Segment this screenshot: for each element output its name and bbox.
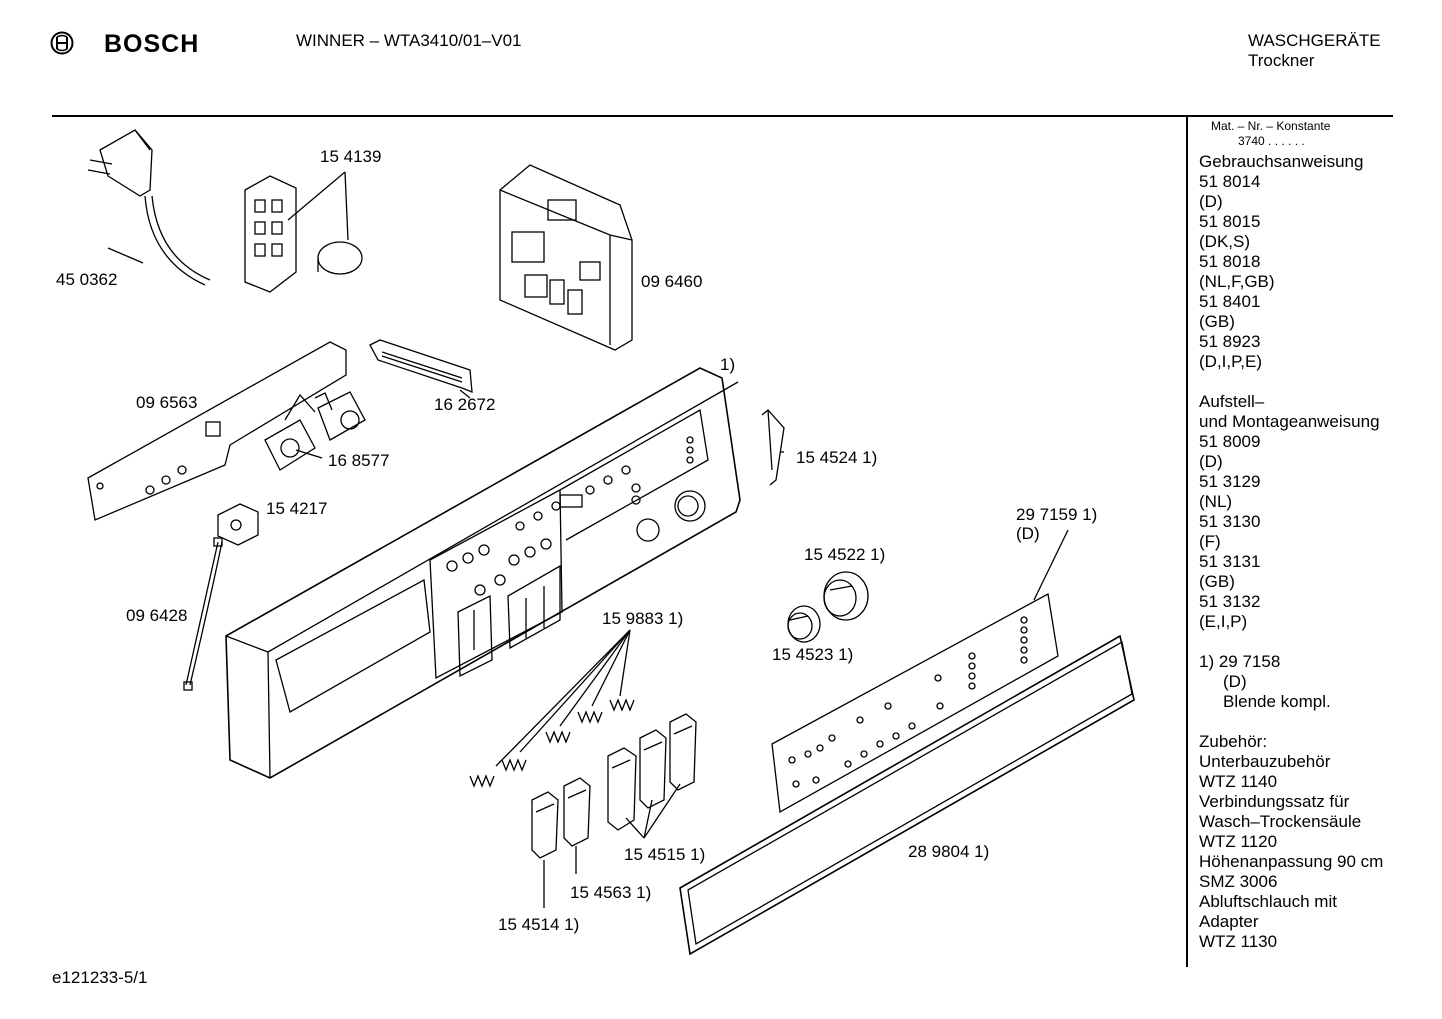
sidebar-line: (F) [1199, 532, 1221, 551]
sidebar-line: 1) 29 7158 [1199, 652, 1281, 671]
sidebar-line: (DK,S) [1199, 232, 1250, 251]
bosch-logo-icon [50, 31, 74, 55]
sidebar-line: Wasch–Trockensäule [1199, 812, 1362, 831]
part-label: 15 4524 1) [796, 448, 878, 467]
part-label: 15 4217 [266, 499, 328, 518]
part-label: 15 4139 [320, 147, 382, 166]
part-label: 16 8577 [328, 451, 390, 470]
category-title: WASCHGERÄTE [1248, 31, 1381, 50]
sidebar-line: 51 3132 [1199, 592, 1261, 611]
sidebar-line: 51 8015 [1199, 212, 1261, 231]
relay-icon [217, 503, 259, 546]
sidebar-line: 51 3131 [1199, 552, 1261, 571]
part-label: 1) [720, 355, 736, 374]
sidebar-line: (GB) [1199, 312, 1235, 331]
switch-block-icon [244, 171, 363, 293]
sidebar-line: 51 3129 [1199, 472, 1261, 491]
sidebar-spacer [1199, 632, 1439, 652]
sidebar-line: 51 8009 [1199, 432, 1261, 451]
mat-header: Mat. – Nr. – Konstante [1211, 119, 1331, 133]
power-cord-plug-icon [87, 129, 211, 286]
ribbon-cable-icon [369, 339, 473, 399]
sidebar-document-list: Gebrauchsanweisung 51 8014 (D) 51 8015 (… [1199, 152, 1439, 952]
sidebar-line: (E,I,P) [1199, 612, 1248, 631]
rotary-knobs-icon [787, 571, 869, 643]
control-pcb-icon [87, 341, 366, 521]
part-label: 15 4514 1) [498, 915, 580, 934]
sidebar-line: (NL,F,GB) [1199, 272, 1275, 291]
part-label: 15 4515 1) [624, 845, 706, 864]
sidebar-line: Blende kompl. [1223, 692, 1331, 711]
part-label: 09 6563 [136, 393, 198, 412]
sidebar-spacer [1199, 372, 1439, 392]
sidebar-line: 51 3130 [1199, 512, 1261, 531]
sidebar-line: 51 8923 [1199, 332, 1261, 351]
part-label: 15 4523 1) [772, 645, 854, 664]
sidebar-line: (D) [1199, 192, 1223, 211]
sidebar-line: Gebrauchsanweisung [1199, 152, 1364, 171]
sidebar-line: WTZ 1140 [1199, 772, 1278, 791]
sidebar-spacer [1199, 712, 1439, 732]
sidebar-line: und Montageanweisung [1199, 412, 1380, 431]
sidebar-line: Verbindungssatz für [1199, 792, 1350, 811]
sidebar-line: 51 8401 [1199, 292, 1261, 311]
sidebar-line: Höhenanpassung 90 cm [1199, 852, 1384, 871]
sidebar-line: (D) [1223, 672, 1247, 691]
part-label: 15 4563 1) [570, 883, 652, 902]
springs-icon [469, 629, 635, 788]
sidebar-line: (GB) [1199, 572, 1235, 591]
sidebar-line: Aufstell– [1199, 392, 1265, 411]
front-panel-icon [225, 367, 741, 779]
sidebar-line: WTZ 1120 [1199, 832, 1278, 851]
part-label: 16 2672 [434, 395, 496, 414]
subcategory-title: Trockner [1248, 51, 1315, 70]
sensor-wire-icon [183, 537, 223, 691]
part-label: 15 9883 1) [602, 609, 684, 628]
part-label: 09 6460 [641, 272, 703, 291]
sidebar-line: Adapter [1199, 912, 1259, 931]
sidebar-line: (D) [1199, 452, 1223, 471]
part-label: 15 4522 1) [804, 545, 886, 564]
sidebar-line: Unterbauzubehör [1199, 752, 1331, 771]
panel-buttons [446, 436, 694, 596]
sidebar-line: 51 8014 [1199, 172, 1261, 191]
electronic-module-icon [499, 164, 633, 351]
mat-value: 3740 . . . . . . [1238, 134, 1305, 148]
sidebar-line: WTZ 1130 [1199, 932, 1278, 951]
part-label: 45 0362 [56, 270, 118, 289]
panel-clip-icon [761, 409, 785, 486]
sidebar-line: (D,I,P,E) [1199, 352, 1262, 371]
part-label: 29 7159 1) [1016, 505, 1098, 524]
sidebar-line: Zubehör: [1199, 732, 1268, 751]
push-buttons-icon [531, 713, 697, 908]
sidebar-line: (NL) [1199, 492, 1233, 511]
sidebar-line: SMZ 3006 [1199, 872, 1278, 891]
drawing-reference: e121233-5/1 [52, 968, 148, 987]
sidebar-line: 51 8018 [1199, 252, 1261, 271]
part-label: 09 6428 [126, 606, 188, 625]
model-title: WINNER – WTA3410/01–V01 [296, 31, 522, 50]
cover-strip-icon [679, 634, 1135, 956]
brand-name: BOSCH [104, 30, 200, 58]
part-label: (D) [1016, 524, 1040, 543]
control-overlay-icon [771, 529, 1069, 814]
part-label: 28 9804 1) [908, 842, 990, 861]
sidebar-line: Abluftschlauch mit [1199, 892, 1337, 911]
